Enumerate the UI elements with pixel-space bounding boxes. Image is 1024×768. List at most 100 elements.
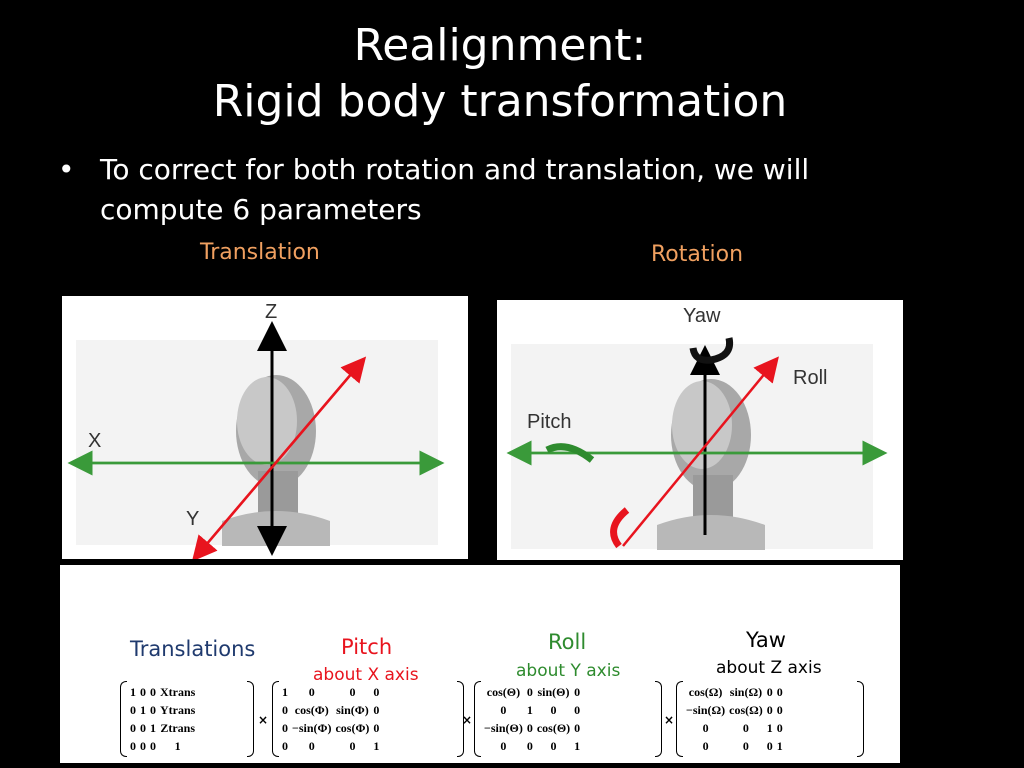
- matrix-row: 0 1 0 0: [482, 701, 582, 719]
- slide-title: Realignment: Rigid body transformation: [0, 18, 1000, 130]
- yaw-label: Yaw: [746, 628, 786, 652]
- multiply-sign: ×: [462, 713, 473, 727]
- matrix-cell: Ytrans: [160, 702, 196, 717]
- matrix-cell: 1: [130, 684, 136, 699]
- pitch-rotation-arrow: [545, 443, 595, 463]
- matrix-cell: 0: [526, 720, 533, 735]
- matrix-cell: 0: [500, 702, 507, 717]
- title-line-2: Rigid body transformation: [212, 76, 788, 127]
- rotation-label: Rotation: [651, 242, 744, 267]
- matrix-cell: 0: [742, 738, 749, 753]
- matrix-cell: 0: [742, 720, 749, 735]
- matrix-cell: 0: [766, 684, 773, 699]
- matrix-row: 1 0 0 0: [280, 683, 381, 701]
- matrix-cell: 1: [526, 702, 533, 717]
- head-icon: [222, 375, 330, 546]
- matrix-cell: 0: [373, 720, 380, 735]
- matrix-cell: Ztrans: [160, 720, 195, 735]
- matrix-cell: 0: [282, 702, 288, 717]
- matrix-cell: 0: [776, 702, 783, 717]
- roll-label: Roll: [793, 367, 827, 389]
- matrix-cell: 0: [150, 684, 156, 699]
- matrix-cell: 0: [776, 720, 783, 735]
- matrix-row: 0−sin(Φ)cos(Φ)0: [280, 719, 381, 737]
- matrix-cell: cos(Θ): [536, 720, 571, 735]
- pitch-label: Pitch: [341, 635, 393, 659]
- x-label: X: [88, 430, 101, 452]
- matrix-cell: 0: [140, 738, 146, 753]
- matrix-cell: cos(Θ): [486, 684, 521, 699]
- matrix-cell: 0: [150, 738, 156, 753]
- rotation-diagram: Yaw Roll Pitch: [497, 300, 903, 560]
- matrix-cell: 0: [526, 738, 533, 753]
- bullet-dot: •: [58, 153, 75, 186]
- matrix-cell: 0: [766, 738, 773, 753]
- matrix-cell: sin(Θ): [537, 684, 570, 699]
- matrix-cell: cos(Ω): [688, 684, 723, 699]
- matrix-cell: 0: [349, 684, 356, 699]
- matrix-cell: 0: [574, 684, 581, 699]
- matrix-cell: 0: [574, 720, 581, 735]
- matrix-cell: 1: [574, 738, 581, 753]
- matrix-cell: 0: [150, 702, 156, 717]
- matrix-cell: 0: [308, 684, 315, 699]
- matrix-cell: 1: [174, 738, 181, 753]
- roll-label: Roll: [548, 630, 587, 654]
- matrix-cell: 0: [766, 702, 773, 717]
- transformation-matrices: Translations Pitch about X axis Roll abo…: [60, 565, 900, 763]
- matrix-cell: 0: [702, 720, 709, 735]
- matrix-cell: 1: [140, 702, 146, 717]
- matrix-cell: 0: [130, 738, 136, 753]
- matrix-cell: 0: [282, 720, 288, 735]
- multiply-sign: ×: [258, 713, 269, 727]
- yaw-sub: about Z axis: [716, 658, 822, 678]
- matrix-cell: sin(Ω): [729, 684, 763, 699]
- matrix-cell: sin(Φ): [336, 702, 369, 717]
- roll-rotation-arrow: [610, 507, 630, 549]
- matrix-cell: 0: [500, 738, 507, 753]
- matrix-cell: −sin(Θ): [484, 720, 523, 735]
- matrix-cell: 0: [702, 738, 709, 753]
- matrix-cell: 0: [130, 702, 136, 717]
- rotation-svg: Yaw Roll Pitch: [506, 305, 888, 550]
- matrix-cell: 1: [776, 738, 783, 753]
- matrix-cell: cos(Φ): [335, 720, 370, 735]
- matrix-cell: 0: [349, 738, 356, 753]
- matrix-cell: 0: [373, 684, 380, 699]
- matrix-cell: 0: [140, 720, 146, 735]
- pitch-sub: about X axis: [313, 665, 419, 685]
- title-line-1: Realignment:: [353, 20, 647, 71]
- matrix-cell: Xtrans: [160, 684, 196, 699]
- z-label: Z: [265, 301, 277, 323]
- matrix-cell: 0: [550, 702, 557, 717]
- yaw-rotation-arrow: [689, 337, 734, 364]
- matrix-cell: cos(Ω): [729, 702, 763, 717]
- matrix-cell: 0: [282, 738, 288, 753]
- matrix-cell: 1: [373, 738, 380, 753]
- matrix-cell: 1: [282, 684, 288, 699]
- roll-axis: [622, 356, 779, 547]
- matrix-cell: −sin(Ω): [686, 702, 726, 717]
- matrix-cell: cos(Φ): [294, 702, 329, 717]
- roll-sub: about Y axis: [516, 661, 621, 681]
- matrix-cell: −sin(Φ): [292, 720, 332, 735]
- matrix-cell: 0: [373, 702, 380, 717]
- multiply-sign: ×: [664, 713, 675, 727]
- matrix-cell: 0: [574, 702, 581, 717]
